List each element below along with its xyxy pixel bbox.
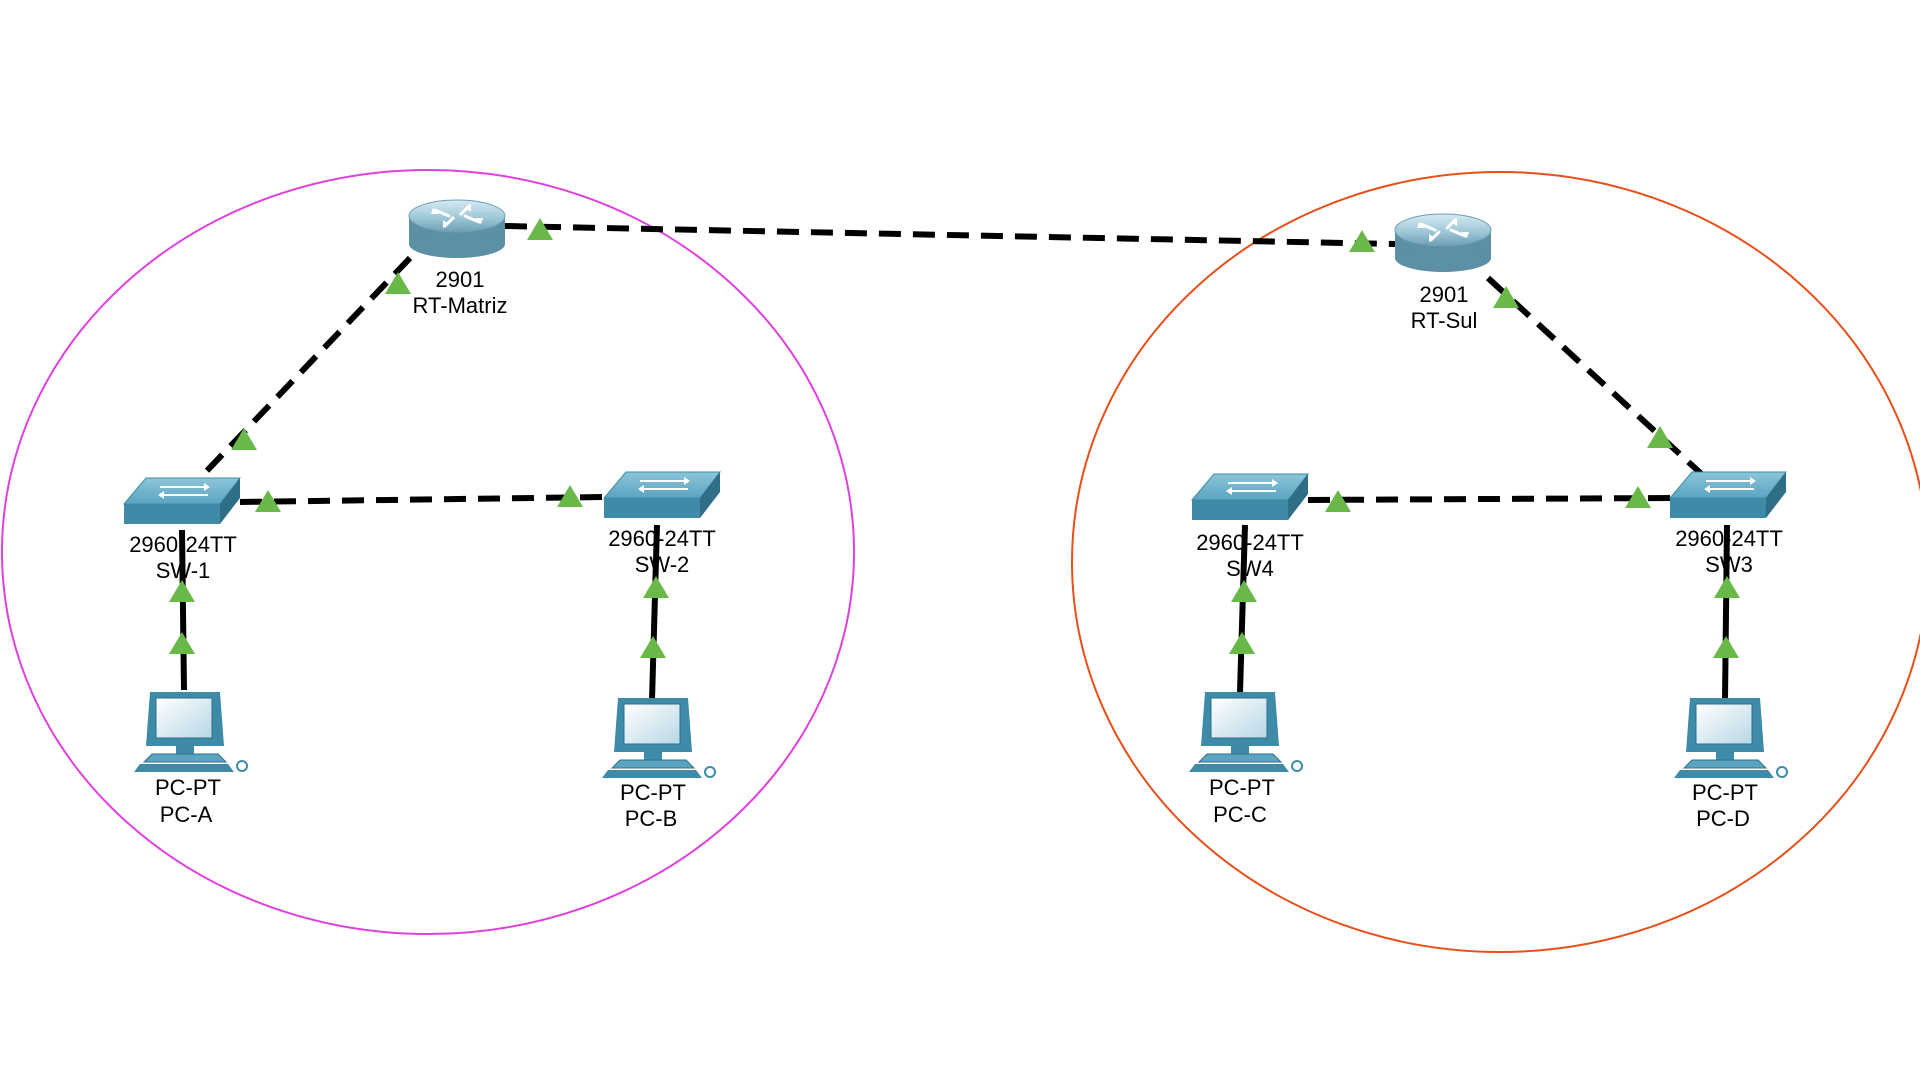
switch-icon — [1191, 473, 1309, 521]
link-rt-sul-sw3[interactable] — [1485, 275, 1711, 483]
link-sw-1-pc-a[interactable] — [179, 529, 187, 691]
pc-pc-c[interactable] — [1188, 691, 1303, 773]
pc-model-label: PC-PT — [1209, 775, 1275, 800]
router-model-label: 2901 — [436, 267, 485, 292]
switch-name-label: SW-2 — [635, 552, 690, 577]
port-up-indicator — [640, 636, 666, 658]
pc-model-label: PC-PT — [1692, 780, 1758, 805]
pc-pc-b[interactable] — [601, 697, 716, 779]
link-rt-matriz-sw-1[interactable] — [197, 255, 413, 481]
link-sw3-pc-d[interactable] — [1722, 524, 1730, 701]
pc-icon — [1673, 697, 1788, 779]
pc-name-label: PC-C — [1213, 802, 1267, 827]
switch-icon — [603, 471, 721, 519]
switch-name-label: SW3 — [1705, 552, 1753, 577]
switch-sw-2[interactable] — [603, 471, 721, 519]
port-up-indicator — [1231, 580, 1257, 602]
link-sw4-pc-c[interactable] — [1237, 524, 1248, 693]
pc-name-label: PC-B — [625, 806, 678, 831]
link-sw-1-sw-2[interactable] — [239, 494, 606, 505]
port-up-indicator — [1713, 636, 1739, 658]
router-rt-sul[interactable] — [1393, 212, 1493, 274]
pc-model-label: PC-PT — [155, 775, 221, 800]
link-rt-matriz-rt-sul[interactable] — [504, 223, 1396, 247]
pc-name-label: PC-A — [160, 802, 213, 827]
router-icon — [407, 198, 507, 260]
port-up-indicator — [385, 272, 411, 294]
pc-name-label: PC-D — [1696, 806, 1750, 831]
switch-sw3[interactable] — [1669, 471, 1787, 519]
switch-model-label: 2960-24TT — [129, 532, 237, 557]
pc-icon — [601, 697, 716, 779]
port-up-indicator — [1229, 632, 1255, 654]
pc-pc-d[interactable] — [1673, 697, 1788, 779]
switch-icon — [123, 477, 241, 525]
router-icon — [1393, 212, 1493, 274]
pc-icon — [133, 691, 248, 773]
link-sw-2-pc-b[interactable] — [649, 524, 660, 701]
switch-icon — [1669, 471, 1787, 519]
port-up-indicator — [1714, 576, 1740, 598]
router-model-label: 2901 — [1420, 282, 1469, 307]
site-area-sul — [1071, 171, 1920, 953]
switch-model-label: 2960-24TT — [1196, 530, 1304, 555]
site-area-matriz — [1, 169, 855, 935]
pc-icon — [1188, 691, 1303, 773]
switch-model-label: 2960-24TT — [1675, 526, 1783, 551]
pc-model-label: PC-PT — [620, 780, 686, 805]
port-up-indicator — [169, 632, 195, 654]
router-rt-matriz[interactable] — [407, 198, 507, 260]
switch-name-label: SW4 — [1226, 556, 1274, 581]
switch-model-label: 2960-24TT — [608, 526, 716, 551]
router-name-label: RT-Matriz — [413, 293, 508, 318]
port-up-indicator — [169, 580, 195, 602]
pc-pc-a[interactable] — [133, 691, 248, 773]
port-up-indicator — [643, 576, 669, 598]
switch-name-label: SW-1 — [156, 558, 211, 583]
router-name-label: RT-Sul — [1411, 308, 1478, 333]
link-sw4-sw3[interactable] — [1307, 495, 1671, 503]
switch-sw-1[interactable] — [123, 477, 241, 525]
switch-sw4[interactable] — [1191, 473, 1309, 521]
